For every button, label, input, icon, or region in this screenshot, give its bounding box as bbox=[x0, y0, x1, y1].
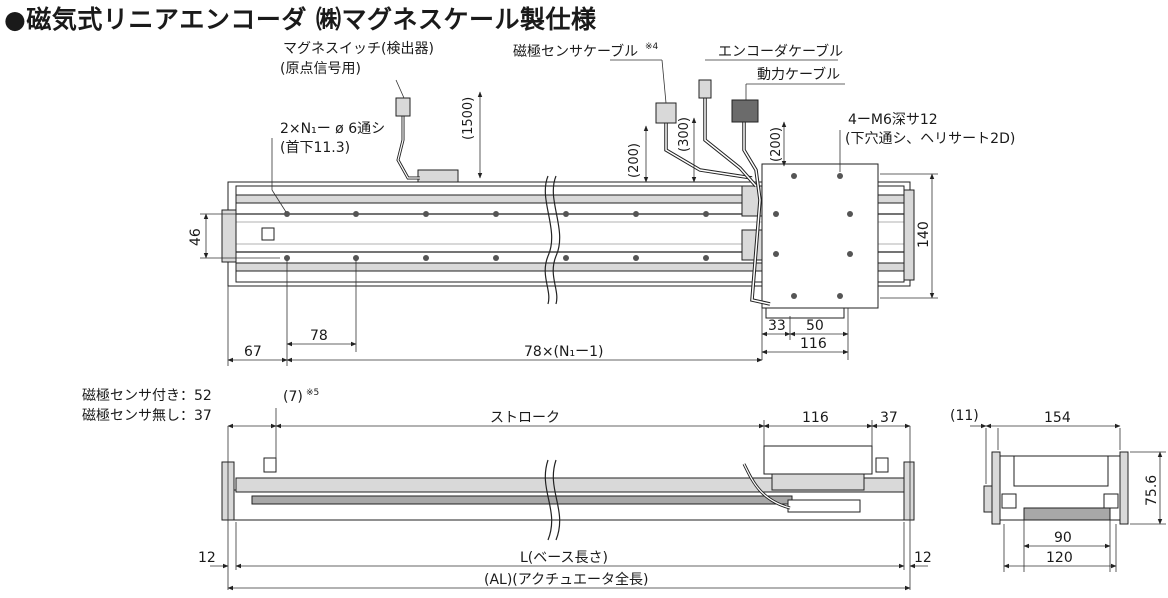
dim-7: (7) bbox=[283, 389, 303, 405]
power-connector bbox=[731, 99, 759, 123]
dim-12-left: 12 bbox=[198, 550, 216, 566]
front-view-annotations: 磁極センサ付き：52 磁極センサ無し：37 (7) ※5 ストローク 116 3… bbox=[82, 388, 932, 591]
switch-connector bbox=[395, 97, 411, 117]
dim-140: 140 bbox=[916, 221, 932, 248]
label-actuator-length: (AL)(アクチュエータ全長) bbox=[484, 571, 649, 588]
encoder-connector bbox=[698, 79, 712, 99]
dim-33: 33 bbox=[768, 318, 786, 334]
dim-46: 46 bbox=[188, 228, 204, 246]
label-tap-spec: 4ーM6深サ12 bbox=[848, 112, 938, 128]
dim-67: 67 bbox=[244, 344, 262, 360]
end-block-right bbox=[903, 189, 915, 281]
top-view bbox=[221, 79, 915, 319]
page-title: ●磁気式リニアエンコーダ ㈱マグネスケール製仕様 bbox=[4, 5, 597, 34]
dim-90: 90 bbox=[1054, 530, 1072, 546]
label-pole-with: 磁極センサ付き：52 bbox=[82, 388, 212, 404]
dim-50: 50 bbox=[806, 318, 824, 334]
dim-1500: (1500) bbox=[461, 97, 476, 140]
dim-200-right: (200) bbox=[769, 127, 784, 162]
dim-116-front: 116 bbox=[802, 410, 829, 426]
front-slider bbox=[763, 445, 873, 475]
front-stopper-right bbox=[875, 457, 889, 473]
side-view bbox=[983, 451, 1129, 525]
dim-78: 78 bbox=[310, 328, 328, 344]
dim-12-right: 12 bbox=[914, 550, 932, 566]
dim-78n: 78×(N₁ー1) bbox=[524, 344, 603, 360]
pole-sensor-connector bbox=[655, 102, 677, 124]
label-hole-spec: 2×N₁ー ø 6通シ bbox=[280, 121, 385, 137]
front-stopper-left bbox=[263, 457, 277, 473]
label-base-length: L(ベース長さ) bbox=[520, 550, 608, 566]
label-pole-cable: 磁極センサケーブル bbox=[513, 43, 638, 60]
label-pole-without: 磁極センサ無し：37 bbox=[82, 408, 212, 424]
label-hole-spec-sub: (首下11.3) bbox=[280, 140, 350, 156]
dim-37: 37 bbox=[880, 410, 898, 426]
side-view-annotations: (11) 154 75.6 90 120 bbox=[950, 408, 1166, 572]
label-tap-spec-sub: (下穴通シ、ヘリサート2D) bbox=[845, 131, 1015, 147]
top-view-annotations: マグネスイッチ(検出器) (原点信号用) 磁極センサケーブル ※4 エンコーダケ… bbox=[188, 41, 1015, 366]
dim-200-left: (200) bbox=[627, 143, 642, 178]
dim-154: 154 bbox=[1044, 410, 1071, 426]
dim-120: 120 bbox=[1046, 550, 1073, 566]
slider-table bbox=[761, 163, 879, 309]
label-stroke: ストローク bbox=[490, 410, 560, 426]
dim-300: (300) bbox=[677, 117, 692, 152]
stopper-left bbox=[261, 227, 275, 241]
label-pole-cable-note: ※4 bbox=[645, 42, 659, 52]
end-block-left bbox=[221, 209, 237, 263]
mounting-holes bbox=[284, 211, 709, 261]
dim-11: (11) bbox=[950, 408, 979, 424]
dim-116-top: 116 bbox=[800, 336, 827, 352]
label-magnetic-switch: マグネスイッチ(検出器) bbox=[283, 41, 434, 57]
dim-75-6: 75.6 bbox=[1144, 475, 1160, 506]
label-encoder-cable: エンコーダケーブル bbox=[718, 43, 843, 60]
front-view bbox=[221, 445, 915, 541]
dim-7-note: ※5 bbox=[306, 388, 319, 398]
label-magnetic-switch-sub: (原点信号用) bbox=[280, 61, 361, 77]
magnetic-switch-body bbox=[417, 169, 459, 183]
label-power-cable: 動力ケーブル bbox=[757, 66, 840, 83]
